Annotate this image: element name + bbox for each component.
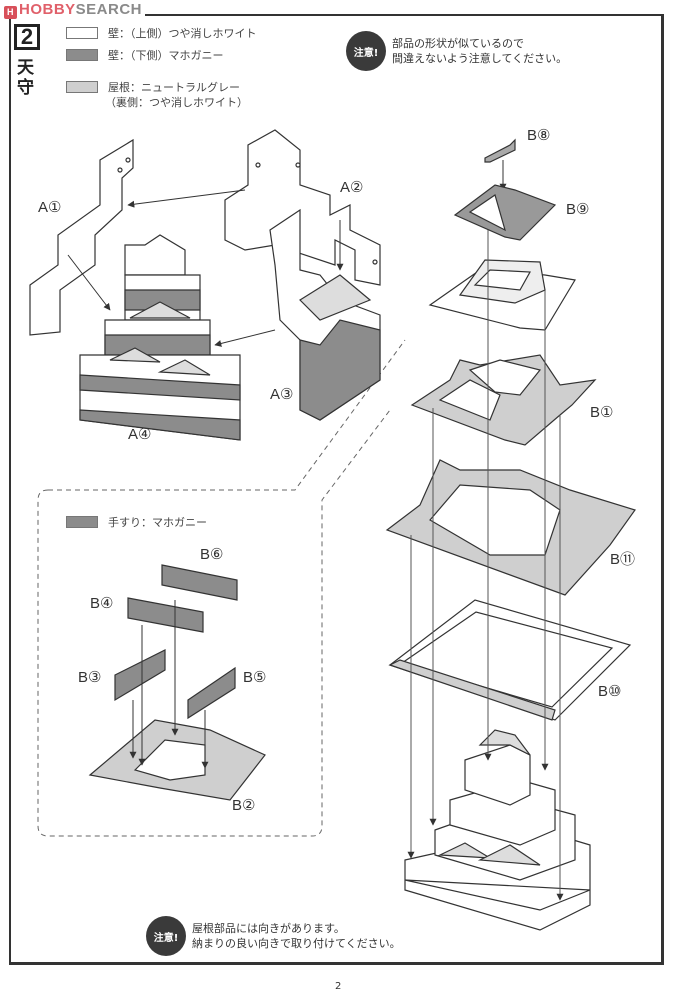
part-b5-railing: [187, 666, 236, 720]
part-label-b3: B③: [78, 669, 102, 686]
caution-line: 間違えないよう注意してください。: [392, 52, 568, 65]
watermark-brand-hobby: HOBBY: [19, 1, 76, 18]
color-swatch-mahogany: [66, 49, 98, 61]
part-label-b8: B⑧: [527, 127, 551, 144]
color-swatch-mahogany: [66, 516, 98, 528]
part-label-a3: A③: [270, 386, 294, 403]
step-number: 2: [14, 24, 40, 50]
legend-label: 手すり：マホガニー: [108, 516, 207, 529]
part-label-b2: B②: [232, 797, 256, 814]
alignment-guides: [407, 230, 564, 901]
inset-dashed-border: [37, 339, 406, 837]
assembled-castle: [404, 729, 591, 931]
caution-note-top: 注意! 部品の形状が似ているので 間違えないよう注意してください。: [348, 33, 567, 69]
inset-legend-handrail: 手すり：マホガニー: [66, 514, 207, 530]
part-b9-top-roof: [453, 184, 557, 241]
part-a2-wall: [224, 129, 381, 286]
color-swatch-white: [66, 27, 98, 39]
part-label-b9: B⑨: [566, 201, 590, 218]
part-a4-castle-front: [79, 234, 241, 441]
caution-badge-icon: 注意!: [348, 33, 384, 69]
legend-sublabel: （裏側：つや消しホワイト）: [105, 96, 248, 109]
part-b6-railing: [161, 564, 238, 601]
color-swatch-neutral-gray: [66, 81, 98, 93]
part-label-b4: B④: [90, 595, 114, 612]
part-label-b11: B⑪: [610, 551, 636, 568]
page-number: 2: [335, 982, 342, 990]
inset-arrows: [129, 600, 209, 769]
part-label-b6: B⑥: [200, 546, 224, 563]
part-b8-ridge: [484, 138, 516, 163]
legend-label: 壁：（下側）マホガニー: [108, 49, 224, 62]
part-label-b5: B⑤: [243, 669, 267, 686]
page-frame: [9, 14, 664, 965]
part-b11-roof: [385, 459, 636, 596]
legend-label: 壁：（上側）つや消しホワイト: [108, 27, 257, 40]
part-b1-roof: [410, 354, 597, 446]
step-title: 天守: [17, 58, 34, 98]
part-label-a2: A②: [340, 179, 364, 196]
legend-item-wall-upper: 壁：（上側）つや消しホワイト: [66, 25, 257, 41]
caution-note-bottom: 注意! 屋根部品には向きがあります。 納まりの良い向きで取り付けてください。: [148, 918, 401, 954]
assembly-arrows-a: [67, 189, 344, 347]
caution-line: 部品の形状が似ているので: [392, 37, 524, 50]
part-b10-frame: [388, 599, 632, 721]
caution-line: 納まりの良い向きで取り付けてください。: [192, 937, 401, 950]
watermark-brand-search: SEARCH: [75, 1, 143, 18]
part-a1-wall: [29, 138, 134, 336]
legend-item-roof: 屋根：ニュートラルグレー: [66, 79, 240, 95]
part-a3-wall: [269, 208, 381, 421]
part-label-b10: B⑩: [598, 683, 622, 700]
legend-label: 屋根：ニュートラルグレー: [108, 81, 240, 94]
part-label-b1: B①: [590, 404, 614, 421]
part-railing-platform: [428, 259, 576, 331]
caution-badge-icon: 注意!: [148, 918, 184, 954]
part-b2-base: [88, 719, 266, 801]
part-b4-railing: [127, 597, 204, 633]
hobby-search-logo-icon: H: [4, 6, 17, 19]
part-b3-railing: [114, 649, 166, 702]
part-label-a1: A①: [38, 199, 62, 216]
part-label-a4: A④: [128, 426, 152, 443]
legend-item-wall-lower: 壁：（下側）マホガニー: [66, 47, 224, 63]
caution-line: 屋根部品には向きがあります。: [192, 922, 345, 935]
